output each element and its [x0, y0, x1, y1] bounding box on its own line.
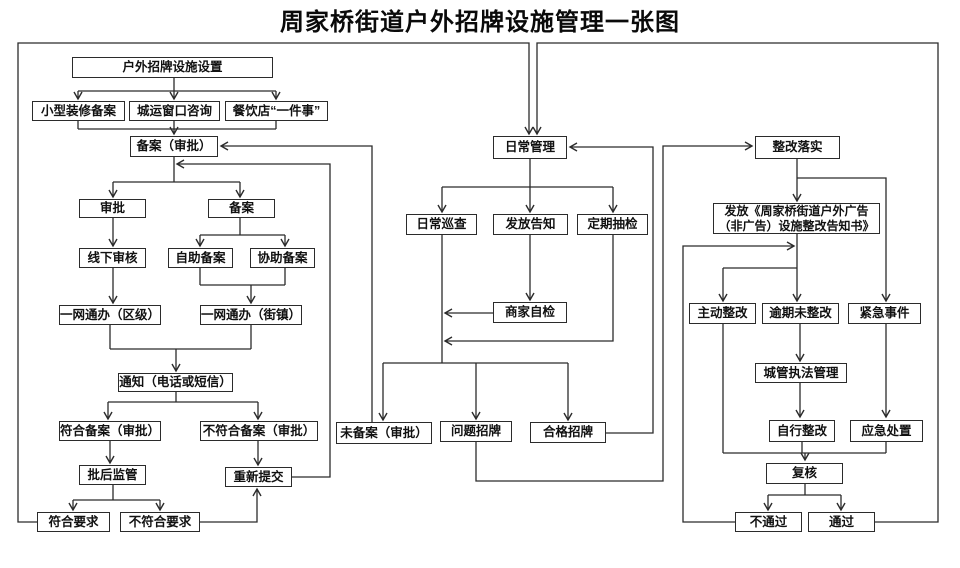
- flow-node-filing-approval: 备案（审批）: [130, 136, 218, 157]
- flow-edge: [17, 42, 534, 523]
- flow-node-self-filing: 自助备案: [168, 248, 233, 268]
- diagram-title: 周家桥街道户外招牌设施管理一张图: [280, 10, 680, 36]
- flow-node-emergency-response: 应急处置: [850, 420, 923, 442]
- flow-edge: [200, 487, 262, 523]
- flow-node-small-renovation-filing: 小型装修备案: [32, 101, 125, 121]
- flow-node-qualified-signs: 合格招牌: [530, 422, 606, 443]
- flow-edge: [682, 241, 796, 523]
- flow-node-meets-filing: 符合备案（审批）: [59, 421, 161, 441]
- flow-edges: [17, 42, 939, 523]
- flow-node-offline-review: 线下审核: [79, 248, 146, 268]
- flow-node-meets-requirements: 符合要求: [37, 512, 110, 532]
- flow-edge: [568, 142, 654, 434]
- flow-node-assisted-filing: 协助备案: [250, 248, 315, 268]
- flow-node-restaurant-one-thing: 餐饮店“一件事”: [225, 101, 328, 121]
- flow-edge: [797, 177, 891, 303]
- flow-node-notify-phone-sms: 通知（电话或短信）: [118, 373, 233, 392]
- flow-node-recheck: 复核: [766, 463, 843, 484]
- flow-node-daily-management: 日常管理: [493, 136, 567, 159]
- flow-edge: [219, 141, 373, 422]
- flow-node-one-portal-street: 一网通办（街镇）: [200, 305, 302, 325]
- flow-node-voluntary-rectify: 主动整改: [689, 303, 756, 324]
- flow-node-issue-notice: 发放告知: [493, 214, 568, 235]
- flow-node-city-ops-window-consult: 城运窗口咨询: [129, 101, 220, 121]
- flow-node-rectification-notice: 发放《周家桥街道户外广告 （非广告）设施整改告知书》: [713, 203, 880, 234]
- flow-node-urban-enforcement: 城管执法管理: [755, 363, 847, 383]
- flow-edge: [443, 235, 614, 346]
- flow-node-post-approval-supervision: 批后监管: [79, 465, 146, 485]
- flow-node-fails-requirements: 不符合要求: [120, 512, 200, 532]
- flow-edge: [475, 141, 754, 482]
- flow-node-filing: 备案: [208, 199, 275, 218]
- flow-node-outdoor-sign-setup: 户外招牌设施设置: [72, 57, 273, 78]
- flow-edge: [175, 159, 331, 478]
- flow-node-self-rectify: 自行整改: [769, 420, 835, 442]
- flow-edge: [532, 42, 939, 523]
- flow-node-emergency-event: 紧急事件: [848, 303, 921, 324]
- flow-node-fails-filing: 不符合备案（审批）: [200, 421, 318, 441]
- flow-node-fail: 不通过: [735, 512, 802, 532]
- flow-node-pass: 通过: [808, 512, 875, 532]
- flow-node-one-portal-district: 一网通办（区级）: [59, 305, 161, 325]
- flow-node-approval: 审批: [79, 199, 146, 218]
- flow-node-problem-signs: 问题招牌: [440, 421, 512, 442]
- flow-node-rectification-implement: 整改落实: [755, 136, 840, 159]
- flow-node-merchant-self-check: 商家自检: [493, 302, 567, 323]
- flow-node-periodic-spot-check: 定期抽检: [577, 214, 648, 235]
- flow-node-unfiled-approval: 未备案（审批）: [336, 422, 432, 444]
- flow-node-overdue-unrectified: 逾期未整改: [762, 303, 839, 324]
- flow-node-daily-patrol: 日常巡查: [406, 214, 477, 235]
- flow-node-resubmit: 重新提交: [225, 467, 292, 487]
